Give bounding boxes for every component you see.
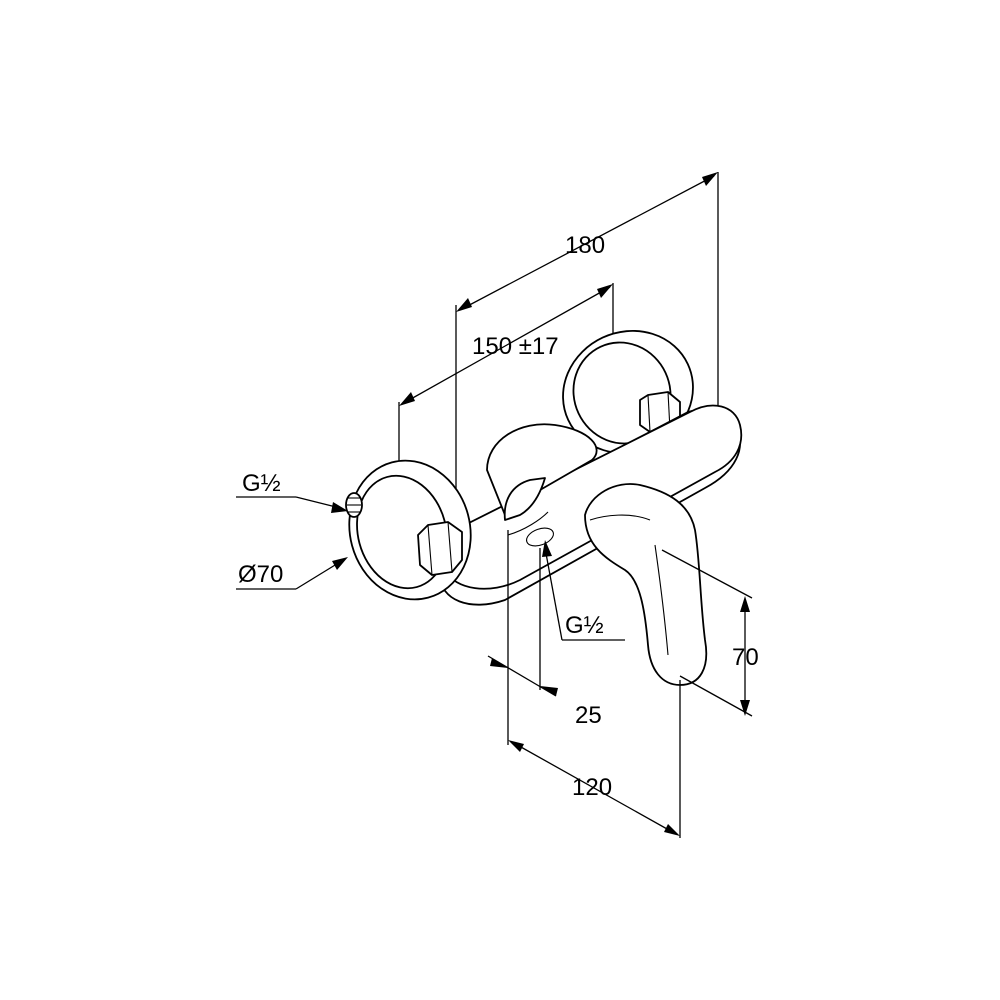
- label-rosette-diameter: Ø70: [238, 561, 284, 588]
- lever-handle: [584, 483, 708, 686]
- label-connection-distance: 150 ±17: [472, 333, 559, 360]
- leader-outlet-thread: [542, 540, 625, 641]
- left-rosette: [345, 459, 472, 601]
- label-outlet-thread: G½: [565, 612, 604, 639]
- label-projection: 120: [572, 774, 613, 801]
- label-lever-height: 70: [732, 644, 759, 671]
- leader-rosette-diameter: [236, 557, 348, 590]
- dimension-25: [487, 530, 558, 745]
- dimension-180: [455, 172, 719, 520]
- dimension-70: [661, 549, 753, 717]
- label-outlet-offset: 25: [575, 702, 602, 729]
- label-overall-width: 180: [565, 232, 606, 259]
- dimension-150: [398, 283, 614, 465]
- dimension-120: [508, 680, 681, 838]
- label-inlet-thread: G½: [242, 470, 281, 497]
- leader-inlet-thread: [236, 496, 348, 513]
